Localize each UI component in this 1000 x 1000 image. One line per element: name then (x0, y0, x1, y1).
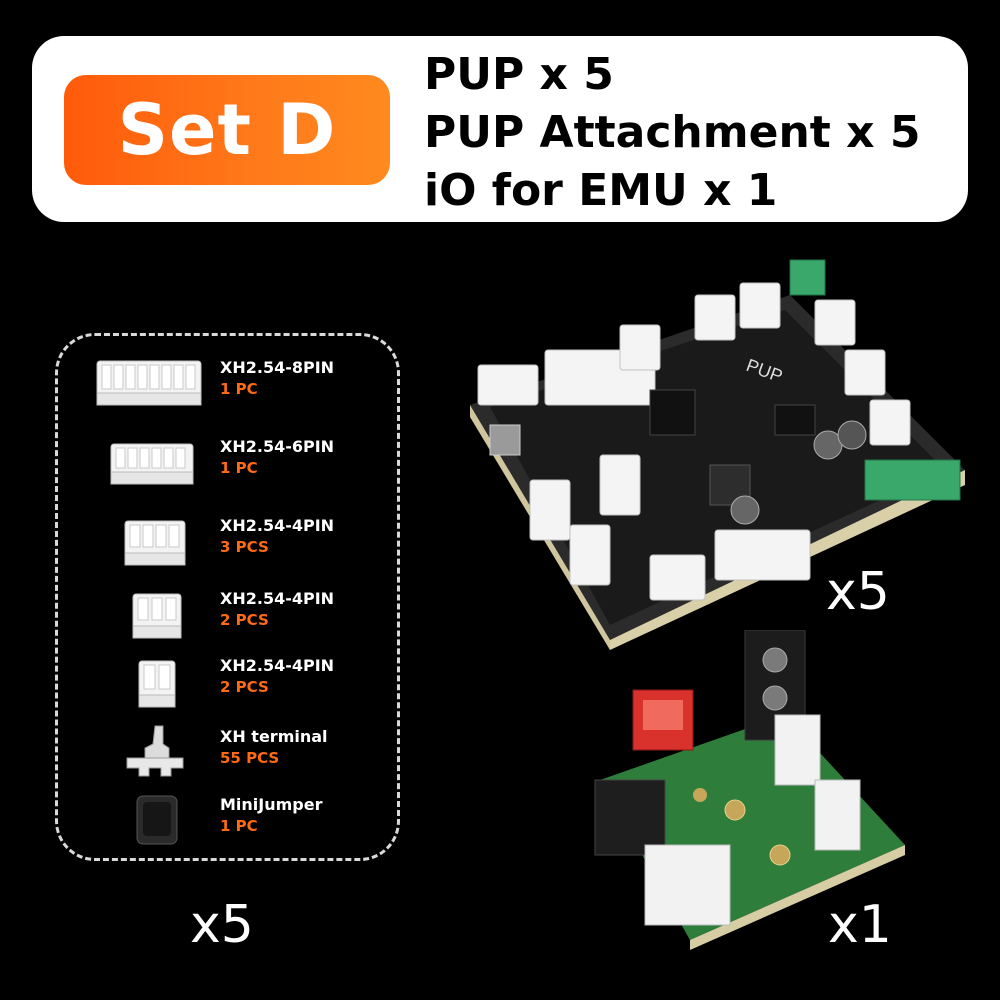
part-row-6pin: XH2.54-6PIN 1 PC (70, 432, 400, 492)
terminal-icon (70, 722, 210, 782)
part-name: XH2.54-4PIN (220, 589, 335, 608)
part-row-8pin: XH2.54-8PIN 1 PC (70, 353, 400, 413)
part-qty: 1 PC (220, 459, 258, 477)
connector-4pin-icon (70, 511, 210, 571)
io-board-multiplier: x1 (828, 895, 892, 955)
part-name: XH terminal (220, 727, 328, 746)
connector-2pin-icon (70, 651, 210, 711)
part-name: MiniJumper (220, 795, 323, 814)
set-contents: PUP x 5 PUP Attachment x 5 iO for EMU x … (424, 46, 920, 220)
set-badge: Set D (64, 75, 390, 185)
part-qty: 1 PC (220, 817, 258, 835)
jumper-icon (70, 790, 210, 850)
part-name: XH2.54-4PIN (220, 656, 335, 675)
pup-board-multiplier: x5 (826, 562, 890, 622)
part-name: XH2.54-8PIN (220, 358, 335, 377)
part-qty: 1 PC (220, 380, 258, 398)
connector-8pin-icon (70, 353, 210, 413)
io-board-image (594, 630, 905, 950)
contents-line-io: iO for EMU x 1 (424, 165, 778, 216)
part-qty: 2 PCS (220, 678, 269, 696)
set-badge-label: Set D (117, 89, 337, 171)
attachment-parts-box (55, 333, 400, 861)
part-row-4pin: XH2.54-4PIN 3 PCS (70, 511, 400, 571)
contents-line-attachment: PUP Attachment x 5 (424, 107, 921, 158)
pup-board-image: PUP (470, 259, 965, 650)
part-row-2pin: XH2.54-4PIN 2 PCS (70, 651, 400, 711)
part-name: XH2.54-4PIN (220, 516, 335, 535)
part-row-jumper: MiniJumper 1 PC (70, 790, 400, 850)
part-row-terminal: XH terminal 55 PCS (70, 722, 400, 782)
connector-6pin-icon (70, 432, 210, 492)
connector-3pin-icon (70, 584, 210, 644)
part-qty: 2 PCS (220, 611, 269, 629)
part-qty: 3 PCS (220, 538, 269, 556)
part-row-3pin: XH2.54-4PIN 2 PCS (70, 584, 400, 644)
part-qty: 55 PCS (220, 749, 280, 767)
contents-line-pup: PUP x 5 (424, 49, 614, 100)
parts-set-multiplier: x5 (190, 895, 254, 955)
part-name: XH2.54-6PIN (220, 437, 335, 456)
